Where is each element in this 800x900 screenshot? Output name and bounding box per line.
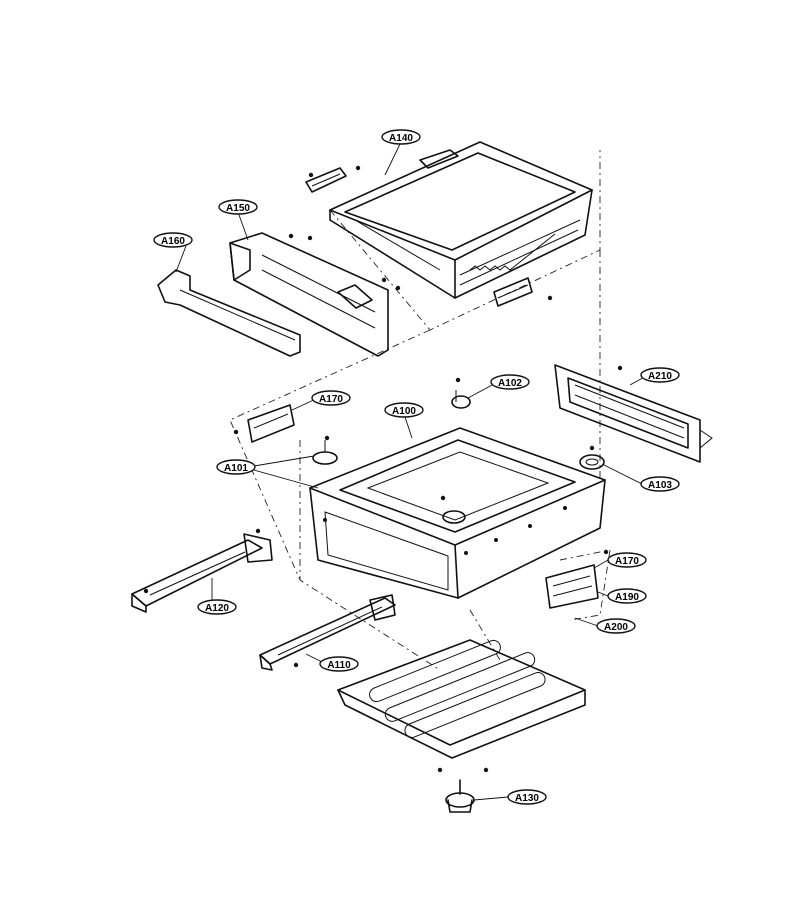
assembly-guides (229, 150, 611, 671)
label-a100-text: A100 (392, 406, 416, 417)
screws (143, 165, 623, 773)
bottom-plate (337, 639, 586, 759)
label-a140-text: A140 (389, 133, 413, 144)
label-a102: A102 (490, 374, 530, 390)
label-a140: A140 (381, 129, 421, 145)
label-a101-text: A101 (224, 463, 248, 474)
rear-rail-a210 (554, 364, 713, 463)
label-a102-text: A102 (498, 378, 522, 389)
label-a190-text: A190 (615, 592, 639, 603)
front-panel-a150 (229, 232, 389, 357)
foot-a130 (445, 779, 475, 813)
label-a160-text: A160 (161, 236, 185, 247)
bracket-top-left (305, 167, 347, 193)
label-a170-bottom: A170 (607, 552, 647, 568)
label-a170-top-text: A170 (319, 394, 343, 405)
label-a160: A160 (153, 232, 193, 248)
label-a150-text: A150 (226, 203, 250, 214)
label-a200: A200 (596, 618, 636, 634)
label-a170-bottom-text: A170 (615, 556, 639, 567)
handle-a160 (157, 269, 301, 357)
label-a101: A101 (216, 459, 256, 475)
label-a130-text: A130 (515, 793, 539, 804)
main-box-a100 (309, 427, 606, 599)
label-a190: A190 (607, 588, 647, 604)
label-a100: A100 (384, 402, 424, 418)
label-a120: A120 (197, 599, 237, 615)
bracket-a170-bottom (545, 564, 599, 609)
label-a200-text: A200 (604, 622, 628, 633)
fitting-a102 (451, 390, 471, 409)
fitting-a101 (312, 440, 338, 465)
label-a210-text: A210 (648, 371, 672, 382)
label-a103: A103 (640, 476, 680, 492)
label-a150: A150 (218, 199, 258, 215)
small-bracket-a170-top (247, 404, 295, 443)
fitting-a103 (579, 454, 605, 470)
label-a170-top: A170 (311, 390, 351, 406)
label-a110-text: A110 (327, 660, 351, 671)
label-a130: A130 (507, 789, 547, 805)
side-rail-a110 (259, 594, 396, 671)
label-a103-text: A103 (648, 480, 672, 491)
bracket-bottom-right (493, 277, 533, 307)
label-a110: A110 (319, 656, 359, 672)
label-a210: A210 (640, 367, 680, 383)
tray-a140 (329, 141, 593, 299)
label-a120-text: A120 (205, 603, 229, 614)
side-rail-a120 (131, 533, 273, 613)
